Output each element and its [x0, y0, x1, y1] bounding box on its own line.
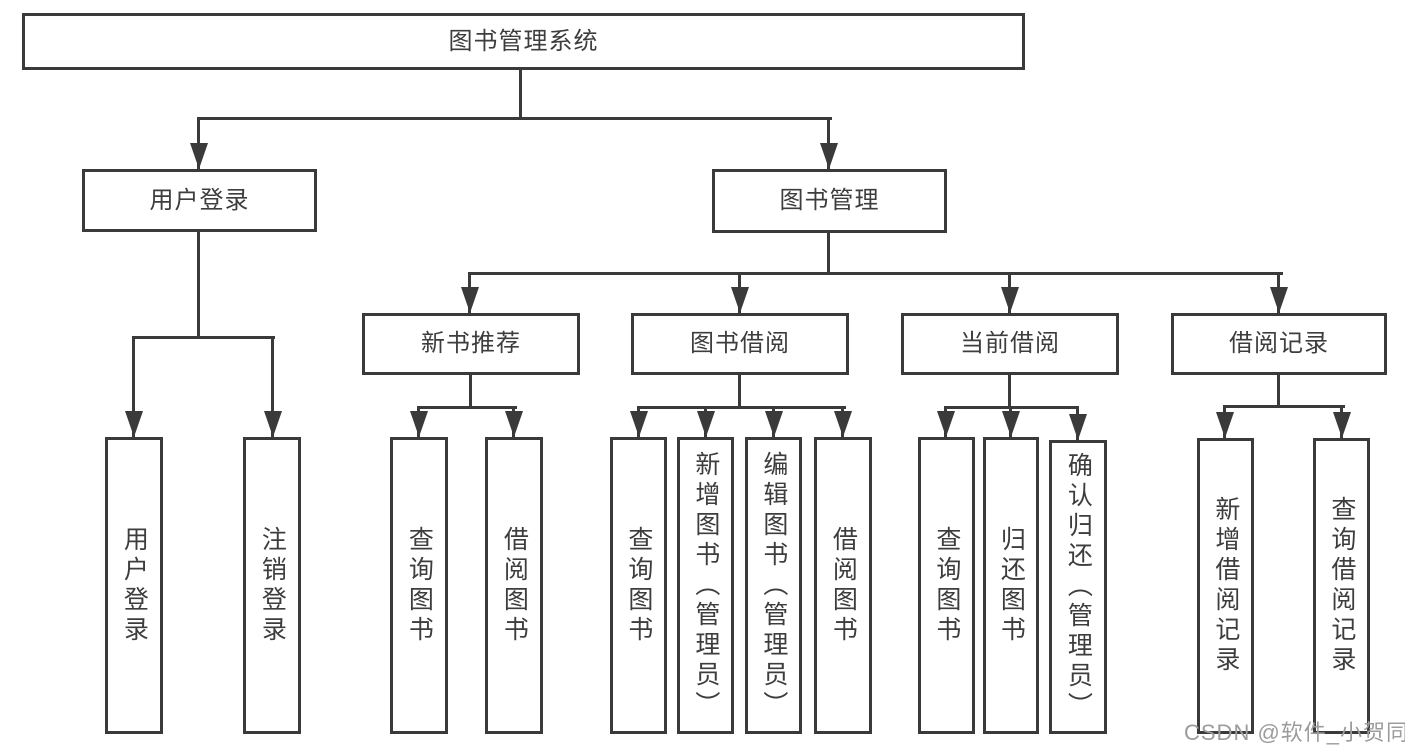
- connector-line: [519, 70, 522, 118]
- leaf-return-book: 归还图书: [983, 437, 1039, 734]
- leaf-label: 查询图书: [405, 525, 434, 646]
- connector-line: [1277, 375, 1280, 405]
- leaf-label: 查询图书: [932, 525, 961, 646]
- connector-line: [637, 406, 846, 409]
- node-user-login: 用户登录: [82, 169, 317, 232]
- leaf-add-book-admin: 新增图书（管理员）: [677, 437, 734, 734]
- node-borrowing-records: 借阅记录: [1171, 313, 1387, 375]
- arrow-down-icon: [630, 411, 648, 437]
- arrow-down-icon: [505, 411, 523, 437]
- arrow-down-icon: [1002, 411, 1020, 437]
- arrow-down-icon: [731, 287, 749, 313]
- leaf-label: 注销登录: [258, 525, 287, 646]
- connector-line: [417, 406, 517, 409]
- leaf-borrow-books-borrowing: 借阅图书: [814, 437, 872, 734]
- connector-line: [468, 272, 1283, 275]
- connector-line: [1008, 375, 1011, 406]
- connector-line: [1223, 405, 1345, 408]
- leaf-user-login: 用户登录: [105, 437, 163, 734]
- arrow-down-icon: [1333, 412, 1351, 438]
- leaf-label: 确认归还（管理员）: [1064, 452, 1093, 722]
- connector-line: [197, 117, 832, 120]
- connector-line: [132, 336, 275, 339]
- arrow-down-icon: [820, 143, 838, 169]
- leaf-label: 查询图书: [624, 525, 653, 646]
- arrow-down-icon: [125, 411, 143, 437]
- leaf-add-borrow-record: 新增借阅记录: [1197, 438, 1254, 734]
- arrow-down-icon: [697, 411, 715, 437]
- leaf-label: 用户登录: [120, 525, 149, 646]
- leaf-query-books-borrowing: 查询图书: [610, 437, 667, 734]
- arrow-down-icon: [461, 287, 479, 313]
- arrow-down-icon: [765, 411, 783, 437]
- node-book-borrowing: 图书借阅: [631, 313, 849, 375]
- leaf-label: 新增图书（管理员）: [691, 450, 720, 721]
- arrow-down-icon: [937, 411, 955, 437]
- arrow-down-icon: [834, 411, 852, 437]
- leaf-label: 查询借阅记录: [1327, 496, 1356, 676]
- leaf-query-borrow-record: 查询借阅记录: [1313, 438, 1370, 734]
- node-book-management: 图书管理: [712, 169, 947, 233]
- leaf-label: 编辑图书（管理员）: [759, 450, 788, 721]
- connector-line: [469, 375, 472, 406]
- node-current-borrowing: 当前借阅: [901, 313, 1119, 375]
- leaf-label: 新增借阅记录: [1211, 496, 1240, 676]
- connector-line: [132, 336, 135, 437]
- arrow-down-icon: [264, 411, 282, 437]
- connector-line: [827, 233, 830, 272]
- watermark: CSDN @软件_小贺同学: [1184, 720, 1405, 745]
- connector-line: [197, 232, 200, 336]
- connector-line: [271, 336, 274, 437]
- connector-line: [738, 375, 741, 406]
- leaf-label: 归还图书: [997, 525, 1026, 646]
- leaf-confirm-return-admin: 确认归还（管理员）: [1049, 440, 1107, 734]
- leaf-query-books-current: 查询图书: [918, 437, 975, 734]
- arrow-down-icon: [190, 143, 208, 169]
- arrow-down-icon: [410, 411, 428, 437]
- leaf-edit-book-admin: 编辑图书（管理员）: [745, 437, 802, 734]
- leaf-label: 借阅图书: [829, 525, 858, 646]
- leaf-label: 借阅图书: [500, 525, 529, 646]
- leaf-query-books-recommend: 查询图书: [390, 437, 448, 734]
- leaf-logout: 注销登录: [243, 437, 301, 734]
- arrow-down-icon: [1069, 414, 1087, 440]
- node-root-system: 图书管理系统: [22, 13, 1025, 70]
- leaf-borrow-books-recommend: 借阅图书: [485, 437, 543, 734]
- arrow-down-icon: [1216, 412, 1234, 438]
- arrow-down-icon: [1001, 287, 1019, 313]
- arrow-down-icon: [1270, 287, 1288, 313]
- node-new-book-recommend: 新书推荐: [362, 313, 580, 375]
